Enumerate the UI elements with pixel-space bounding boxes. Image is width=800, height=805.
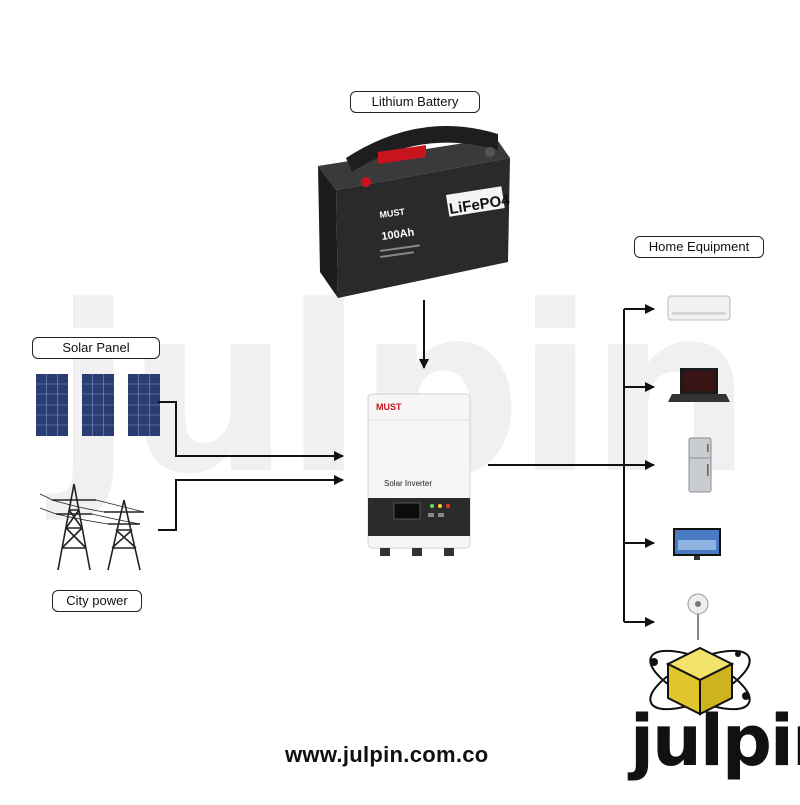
television-icon bbox=[673, 528, 721, 560]
solar-panel-image bbox=[36, 373, 161, 437]
city-power-towers-image bbox=[39, 483, 145, 571]
inverter-brand: MUST bbox=[376, 402, 402, 412]
solar-inverter-image: MUST Solar Inverter bbox=[367, 393, 471, 556]
website-url[interactable]: www.julpin.com.co bbox=[285, 742, 489, 767]
battery-capacity: 100Ah bbox=[381, 226, 416, 243]
laptop-icon bbox=[668, 368, 730, 402]
inverter-name: Solar Inverter bbox=[384, 479, 432, 488]
fan-icon bbox=[687, 593, 709, 640]
lithium-battery-label: Lithium Battery bbox=[350, 91, 480, 113]
julpin-logo-text: julpin bbox=[630, 700, 800, 782]
battery-brand: MUST bbox=[379, 206, 406, 220]
julpin-logo-icon bbox=[649, 646, 751, 716]
solar-panel-label: Solar Panel bbox=[32, 337, 160, 359]
city-to-inverter-arrow bbox=[158, 475, 344, 531]
flow-lines bbox=[158, 300, 655, 627]
home-equipment-label: Home Equipment bbox=[634, 236, 764, 258]
lithium-battery-image: MUST 100Ah LiFePO4 bbox=[318, 126, 511, 298]
refrigerator-icon bbox=[688, 437, 712, 493]
city-power-label: City power bbox=[52, 590, 142, 612]
solar-to-inverter-arrow bbox=[158, 401, 344, 461]
air-conditioner-icon bbox=[667, 295, 731, 321]
